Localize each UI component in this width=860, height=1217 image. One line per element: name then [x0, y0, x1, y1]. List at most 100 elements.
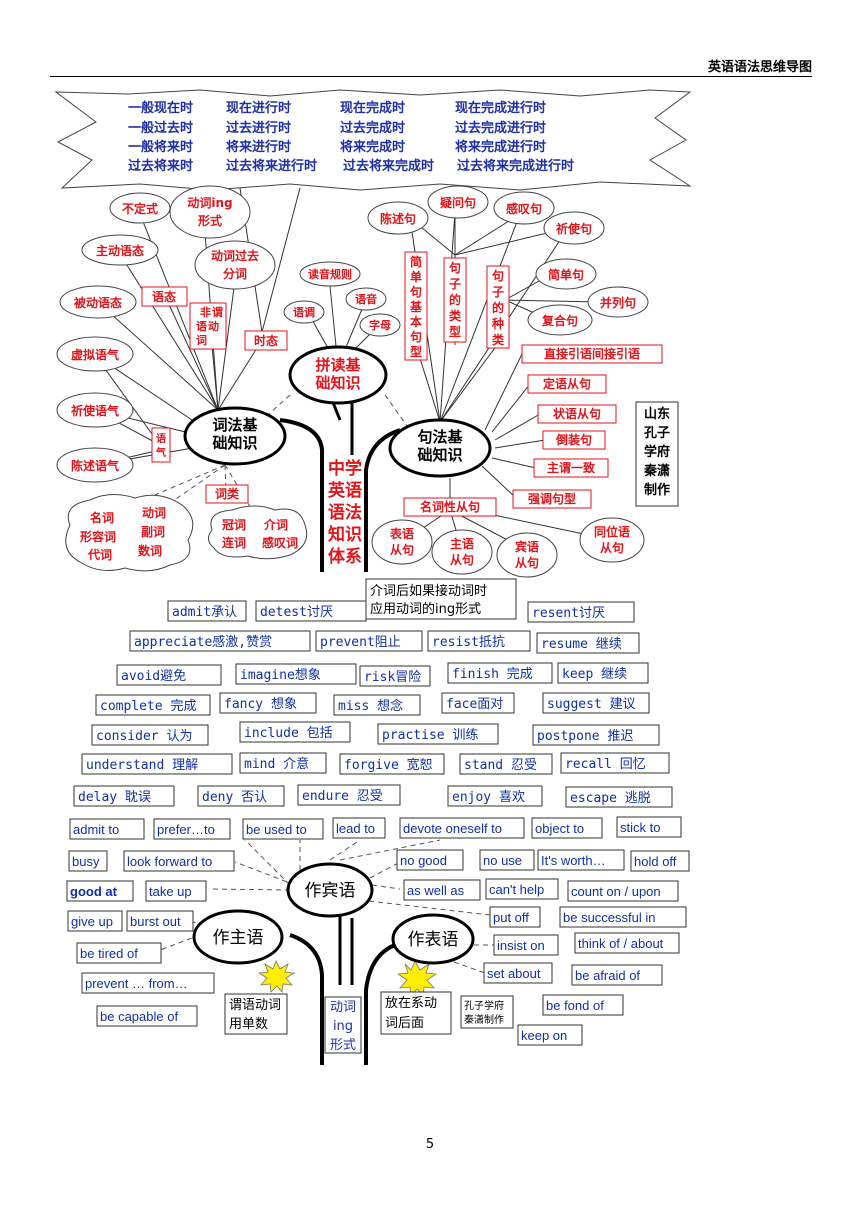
weiyu-2: 用单数: [229, 1017, 268, 1032]
phrase-item: keep on: [521, 1028, 567, 1043]
phrase-item: good at: [70, 884, 118, 899]
lower-credit-1: 孔子学府: [464, 999, 504, 1012]
verb-item: fancy 想象: [224, 696, 297, 712]
cifa-interj: 感叹词: [262, 535, 298, 550]
jufa-jiben-1: 简: [410, 254, 422, 269]
jufa-fuhe: 复合句: [541, 313, 578, 328]
credit-box: [635, 401, 679, 507]
verb-item: keep 继续: [562, 667, 627, 682]
starburst-right: [396, 960, 438, 997]
jufa-jiben-6: 句: [410, 329, 422, 344]
cifa-adv: 副词: [141, 524, 165, 539]
jufa-mingci: 名词性从句: [420, 499, 480, 514]
verb-item: understand 理解: [86, 758, 198, 773]
lower-credit-2: 秦潇制作: [464, 1013, 504, 1026]
cifa-chenshu: 陈述语气: [71, 458, 119, 473]
jufa-zhuangyu: 状语从句: [553, 406, 601, 421]
jufa-zhonglei-5: 类: [492, 332, 505, 347]
phrase-item: be tired of: [80, 946, 138, 961]
jufa-biaoyu-2: 从句: [390, 542, 414, 557]
tense-0-3: 现在完成进行时: [455, 100, 546, 116]
jufa-zhuyu-2: 从句: [450, 552, 474, 567]
phrase-item: prevent … from…: [85, 976, 188, 991]
cifa-qishi: 祈使语气: [71, 403, 119, 418]
verb-item: forgive 宽恕: [344, 757, 433, 773]
lower-credit-box: [460, 995, 514, 1029]
phrase-item: hold off: [634, 854, 677, 869]
cifa-budingshi: 不定式: [122, 201, 158, 216]
jufa-qishiju: 祈使句: [556, 221, 592, 236]
cifa-xuni: 虚拟语气: [71, 347, 119, 362]
center-4: 知识: [327, 524, 362, 545]
pindu-sound: 语音: [355, 292, 377, 306]
phrase-item: burst out: [130, 914, 181, 929]
cifa-guoqu-2: 分词: [223, 266, 247, 281]
jufa-qiangdiao: 强调句型: [528, 491, 576, 506]
cifa-beidong: 被动语态: [74, 295, 122, 310]
jufa-zhonglei-3: 的: [492, 300, 504, 315]
jufa-leixing-5: 型: [449, 324, 461, 339]
verb-item: include 包括: [244, 726, 333, 741]
verb-item: endure 忍受: [302, 789, 383, 804]
phrase-item: take up: [149, 884, 192, 899]
verb-item: resist抵抗: [432, 635, 505, 650]
header-rule: [50, 76, 812, 77]
phrase-item: prefer…to: [157, 822, 215, 837]
verb-item: suggest 建议: [547, 697, 636, 712]
page-number: 5: [425, 1137, 435, 1152]
verb-item: miss 想念: [338, 698, 403, 714]
center-3: 语法: [328, 502, 362, 523]
cifa-prep: 介词: [263, 517, 288, 532]
ing-box: [324, 996, 362, 1054]
credit-1: 山东: [644, 406, 670, 422]
weiyu-1: 谓语动词: [229, 998, 281, 1013]
verb-item: appreciate感激,赞赏: [134, 634, 272, 650]
tense-grid: 一般现在时 现在进行时 现在完成时 现在完成进行时 一般过去时 过去进行时 过去…: [128, 100, 574, 174]
tense-2-3: 将来完成进行时: [455, 139, 546, 155]
verb-item: finish 完成: [452, 667, 533, 682]
cifa-zhudong: 主动语态: [96, 243, 144, 258]
credit-3: 学府: [644, 444, 670, 460]
verb-item: risk冒险: [364, 670, 421, 685]
jufa-leixing-3: 的: [449, 292, 461, 307]
verb-item: imagine想象: [240, 667, 321, 683]
upper-connectors: [94, 187, 613, 551]
phrase-item: stick to: [620, 820, 660, 835]
verb-item: enjoy 喜欢: [452, 790, 525, 805]
jufa-yiwen: 疑问句: [440, 195, 476, 210]
verb-item: stand 忍受: [464, 758, 537, 773]
phrase-item: give up: [71, 914, 113, 929]
verb-item: complete 完成: [100, 699, 196, 714]
verb-item: admit承认: [172, 605, 237, 620]
verb-list: admit承认 detest讨厌 resent讨厌 appreciate感激,赞…: [73, 600, 673, 808]
cifa-ing-1: 动词ing: [187, 196, 232, 210]
cifa-feiwei-4: 动: [208, 319, 219, 333]
tense-1-2: 过去完成时: [340, 120, 405, 136]
phrase-item: devote oneself to: [403, 821, 502, 836]
hub-binyu: [286, 862, 374, 918]
tense-1-0: 一般过去时: [128, 120, 193, 136]
jufa-binyu-2: 从句: [515, 555, 539, 570]
credit-5: 制作: [644, 482, 670, 498]
verb-item: consider 认为: [96, 729, 192, 744]
jufa-jiben-5: 本: [410, 314, 422, 329]
center-2: 英语: [328, 480, 362, 501]
ing-2: ing: [333, 1019, 353, 1034]
hub-zhuyu: [192, 909, 284, 965]
center-1: 中学: [328, 458, 362, 479]
cifa-feiwei-1: 非: [200, 305, 211, 319]
document-header-title: 英语语法思维导图: [707, 60, 812, 75]
cifa-ing-2: 形式: [198, 213, 222, 228]
starburst-left: [257, 960, 296, 993]
phrase-item: can't help: [489, 882, 544, 897]
phrase-item: admit to: [73, 822, 119, 837]
phrase-item: object to: [535, 821, 584, 836]
tense-1-3: 过去完成进行时: [455, 120, 546, 136]
phrase-item: insist on: [497, 938, 545, 953]
jufa-leixing-2: 子: [449, 277, 461, 291]
jufa-chenshuju: 陈述句: [380, 211, 416, 226]
phrase-item: It's worth…: [541, 853, 606, 868]
verb-item: delay 耽误: [78, 790, 151, 805]
cifa-verb: 动词: [142, 506, 166, 520]
jufa-binyu-1: 宾语: [515, 539, 539, 554]
